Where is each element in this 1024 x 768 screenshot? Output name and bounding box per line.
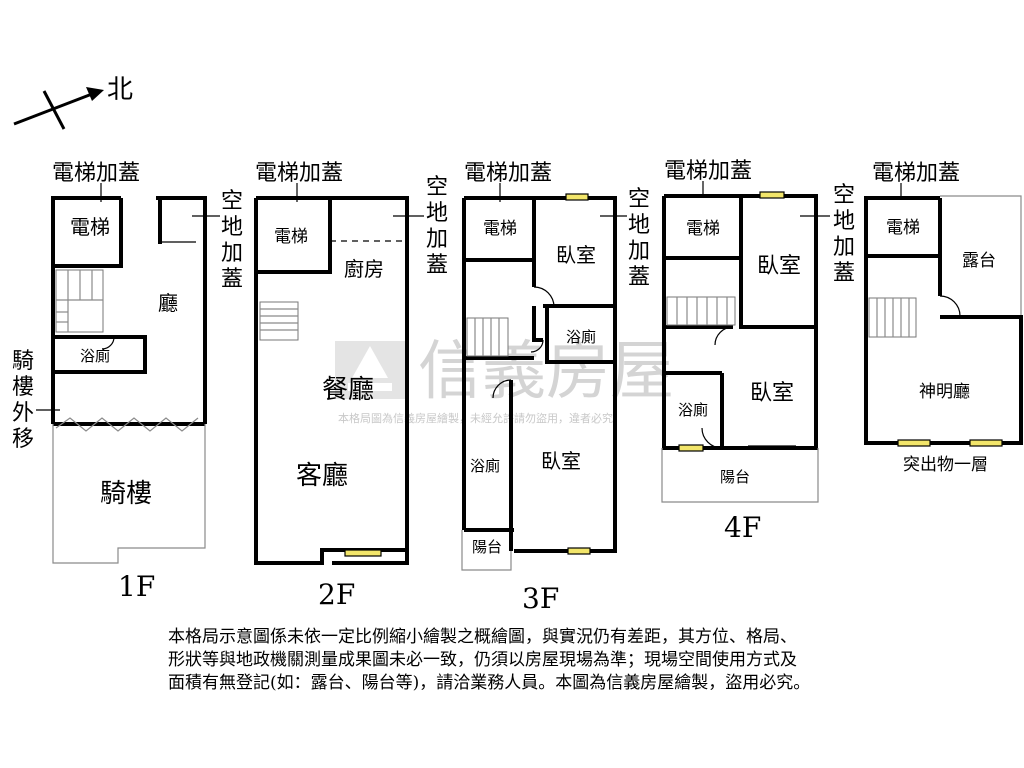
svg-text:加: 加 bbox=[221, 241, 243, 266]
room-3f-elevator: 電梯 bbox=[483, 219, 517, 239]
svg-text:樓: 樓 bbox=[12, 375, 34, 400]
room-2f-elevator: 電梯 bbox=[274, 227, 308, 247]
room-roof-terrace: 露台 bbox=[962, 251, 996, 271]
floor-1f-stairs bbox=[55, 269, 104, 333]
floor-roof-top-note: 電梯加蓋 bbox=[872, 161, 960, 186]
svg-text:加: 加 bbox=[833, 235, 855, 260]
watermark-logo-icon bbox=[335, 341, 405, 399]
disclaimer-line: 形狀等與地政機關測量成果圖未必一致，仍須以房屋現場為準；現場空間使用方式及 bbox=[168, 650, 797, 670]
disclaimer: 本格局示意圖係未依一定比例縮小繪製之概繪圖，與實況仍有差距，其方位、格局、 形狀… bbox=[168, 626, 928, 695]
north-compass: 北 bbox=[13, 75, 133, 130]
svg-text:地: 地 bbox=[221, 215, 243, 240]
floor-3f-stairs bbox=[466, 317, 509, 357]
floor-2f-stairs bbox=[259, 301, 299, 341]
floor-1f-label: 1F bbox=[118, 570, 155, 603]
floor-1f-left-note: 騎 樓 外 移 bbox=[12, 349, 34, 452]
floor-4f-label: 4F bbox=[724, 511, 761, 544]
floor-4f-stairs bbox=[666, 296, 736, 326]
room-1f-bath: 浴廁 bbox=[80, 347, 110, 365]
svg-text:空: 空 bbox=[833, 183, 855, 208]
svg-text:蓋: 蓋 bbox=[833, 261, 855, 286]
svg-text:加: 加 bbox=[426, 227, 448, 252]
svg-text:加: 加 bbox=[628, 239, 650, 264]
floor-4f-plan: 電梯加蓋 空 地 加 蓋 電梯 臥室 浴廁 bbox=[661, 159, 855, 544]
room-4f-bedroom-top: 臥室 bbox=[757, 254, 801, 279]
svg-text:騎: 騎 bbox=[12, 349, 34, 374]
svg-text:地: 地 bbox=[628, 213, 650, 238]
room-1f-hall: 廳 bbox=[158, 291, 178, 315]
floor-2f-label: 2F bbox=[318, 578, 355, 611]
svg-text:空: 空 bbox=[628, 187, 650, 212]
room-2f-kitchen: 廚房 bbox=[344, 257, 384, 281]
floor-roof-bottom-note: 突出物一層 bbox=[903, 455, 988, 475]
floor-3f-label: 3F bbox=[522, 582, 559, 615]
floor-2f-side-note: 空 地 加 蓋 bbox=[426, 175, 448, 278]
room-4f-elevator: 電梯 bbox=[686, 219, 720, 239]
room-3f-bedroom-bottom: 臥室 bbox=[541, 449, 581, 473]
floor-2f-plan: 電梯加蓋 空 地 加 蓋 電梯 廚房 餐廳 客廳 2F bbox=[254, 161, 448, 611]
floor-1f-side-note: 空 地 加 蓋 bbox=[221, 189, 243, 292]
svg-text:移: 移 bbox=[12, 427, 34, 452]
watermark-fine-print: 本格局圖為信義房屋繪製，未經允許請勿盜用，違者必究 bbox=[338, 411, 613, 425]
room-3f-balcony: 陽台 bbox=[472, 538, 502, 556]
svg-text:外: 外 bbox=[12, 401, 34, 426]
disclaimer-line: 本格局示意圖係未依一定比例縮小繪製之概繪圖，與實況仍有差距，其方位、格局、 bbox=[168, 627, 797, 647]
room-4f-bath: 浴廁 bbox=[678, 401, 708, 419]
room-2f-living: 客廳 bbox=[296, 461, 348, 491]
room-roof-elevator: 電梯 bbox=[886, 218, 920, 238]
floor-3f-side-note: 空 地 加 蓋 bbox=[628, 187, 650, 290]
room-3f-bath-left: 浴廁 bbox=[470, 457, 500, 475]
svg-text:蓋: 蓋 bbox=[426, 253, 448, 278]
floor-4f-side-note: 空 地 加 蓋 bbox=[833, 183, 855, 286]
svg-text:空: 空 bbox=[426, 175, 448, 200]
svg-text:空: 空 bbox=[221, 189, 243, 214]
floor-3f-top-note: 電梯加蓋 bbox=[464, 161, 552, 186]
floor-roof-stairs bbox=[868, 297, 917, 338]
floor-4f-top-note: 電梯加蓋 bbox=[664, 159, 752, 184]
floor-1f-plan: 電梯加蓋 空 地 加 蓋 騎 樓 外 移 bbox=[12, 161, 243, 603]
svg-text:地: 地 bbox=[833, 209, 855, 234]
floor-3f-plan: 電梯加蓋 空 地 加 蓋 電梯 臥室 bbox=[461, 161, 650, 615]
floor-1f-top-note: 電梯加蓋 bbox=[52, 161, 140, 186]
room-3f-bedroom-top: 臥室 bbox=[556, 243, 596, 267]
svg-text:蓋: 蓋 bbox=[221, 267, 243, 292]
svg-text:地: 地 bbox=[426, 201, 448, 226]
room-1f-arcade: 騎樓 bbox=[100, 479, 152, 509]
room-2f-dining: 餐廳 bbox=[322, 375, 374, 405]
room-3f-bath-right: 浴廁 bbox=[566, 328, 596, 346]
north-label: 北 bbox=[107, 75, 133, 105]
floor-2f-top-note: 電梯加蓋 bbox=[255, 161, 343, 186]
room-roof-shrine: 神明廳 bbox=[919, 382, 970, 402]
room-4f-balcony: 陽台 bbox=[720, 468, 750, 486]
room-1f-elevator: 電梯 bbox=[70, 215, 110, 239]
room-4f-bedroom-bottom: 臥室 bbox=[750, 381, 794, 406]
disclaimer-line: 面積有無登記(如：露台、陽台等)，請洽業務人員。本圖為信義房屋繪製，盜用必究。 bbox=[168, 673, 811, 693]
floor-roof-plan: 電梯加蓋 電梯 露台 神明廳 突出物一層 bbox=[864, 161, 1023, 475]
svg-text:蓋: 蓋 bbox=[628, 265, 650, 290]
